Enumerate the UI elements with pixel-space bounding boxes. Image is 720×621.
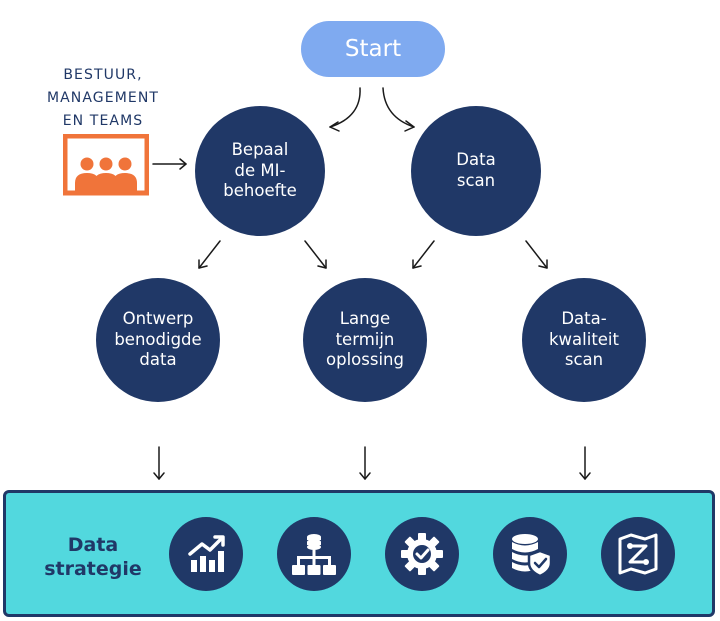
arrow-bepaal-to-lange-termijn <box>304 240 327 269</box>
arrow-ontwerp-to-bar <box>153 446 165 480</box>
start-node: Start <box>301 21 445 77</box>
data-strategy-title: Data strategie <box>24 533 162 582</box>
hierarchy-database-icon <box>277 517 351 591</box>
node-bepaal-label: Bepaal de MI- behoefte <box>223 140 297 201</box>
node-datascan-label: Data scan <box>456 150 496 190</box>
arrow-start-to-datascan <box>382 87 415 132</box>
node-datakwaliteit-scan: Data- kwaliteit scan <box>522 278 646 402</box>
node-data-scan: Data scan <box>411 106 541 236</box>
gear-check-icon <box>385 517 459 591</box>
arrow-lange-termijn-to-bar <box>359 446 371 480</box>
arrow-datascan-to-lange-termijn <box>412 240 435 269</box>
node-lange-termijn-oplossing: Lange termijn oplossing <box>303 278 427 402</box>
arrow-stakeholders-to-bepaal <box>152 158 187 170</box>
node-bepaal-mi-behoefte: Bepaal de MI- behoefte <box>195 106 325 236</box>
growth-chart-icon <box>169 517 243 591</box>
arrow-bepaal-to-ontwerp <box>198 240 221 269</box>
stakeholders-label-block: BESTUUR, MANAGEMENT EN TEAMS <box>28 64 178 133</box>
arrow-datascan-to-datakwaliteit <box>525 240 548 269</box>
node-ontwerp-label: Ontwerp benodigde data <box>114 309 202 370</box>
stakeholders-label: BESTUUR, MANAGEMENT EN TEAMS <box>46 67 160 130</box>
database-shield-icon <box>493 517 567 591</box>
data-map-icon <box>601 517 675 591</box>
node-ontwerp-benodigde-data: Ontwerp benodigde data <box>96 278 220 402</box>
presentation-audience-icon <box>63 134 149 196</box>
data-strategy-title-text: Data strategie <box>44 534 142 581</box>
node-datakwaliteit-label: Data- kwaliteit scan <box>548 309 619 370</box>
node-lange-termijn-label: Lange termijn oplossing <box>326 309 404 370</box>
arrow-datakwaliteit-to-bar <box>579 446 591 480</box>
start-label: Start <box>344 36 402 62</box>
data-strategy-bar <box>3 490 715 617</box>
arrow-start-to-bepaal <box>329 87 361 132</box>
